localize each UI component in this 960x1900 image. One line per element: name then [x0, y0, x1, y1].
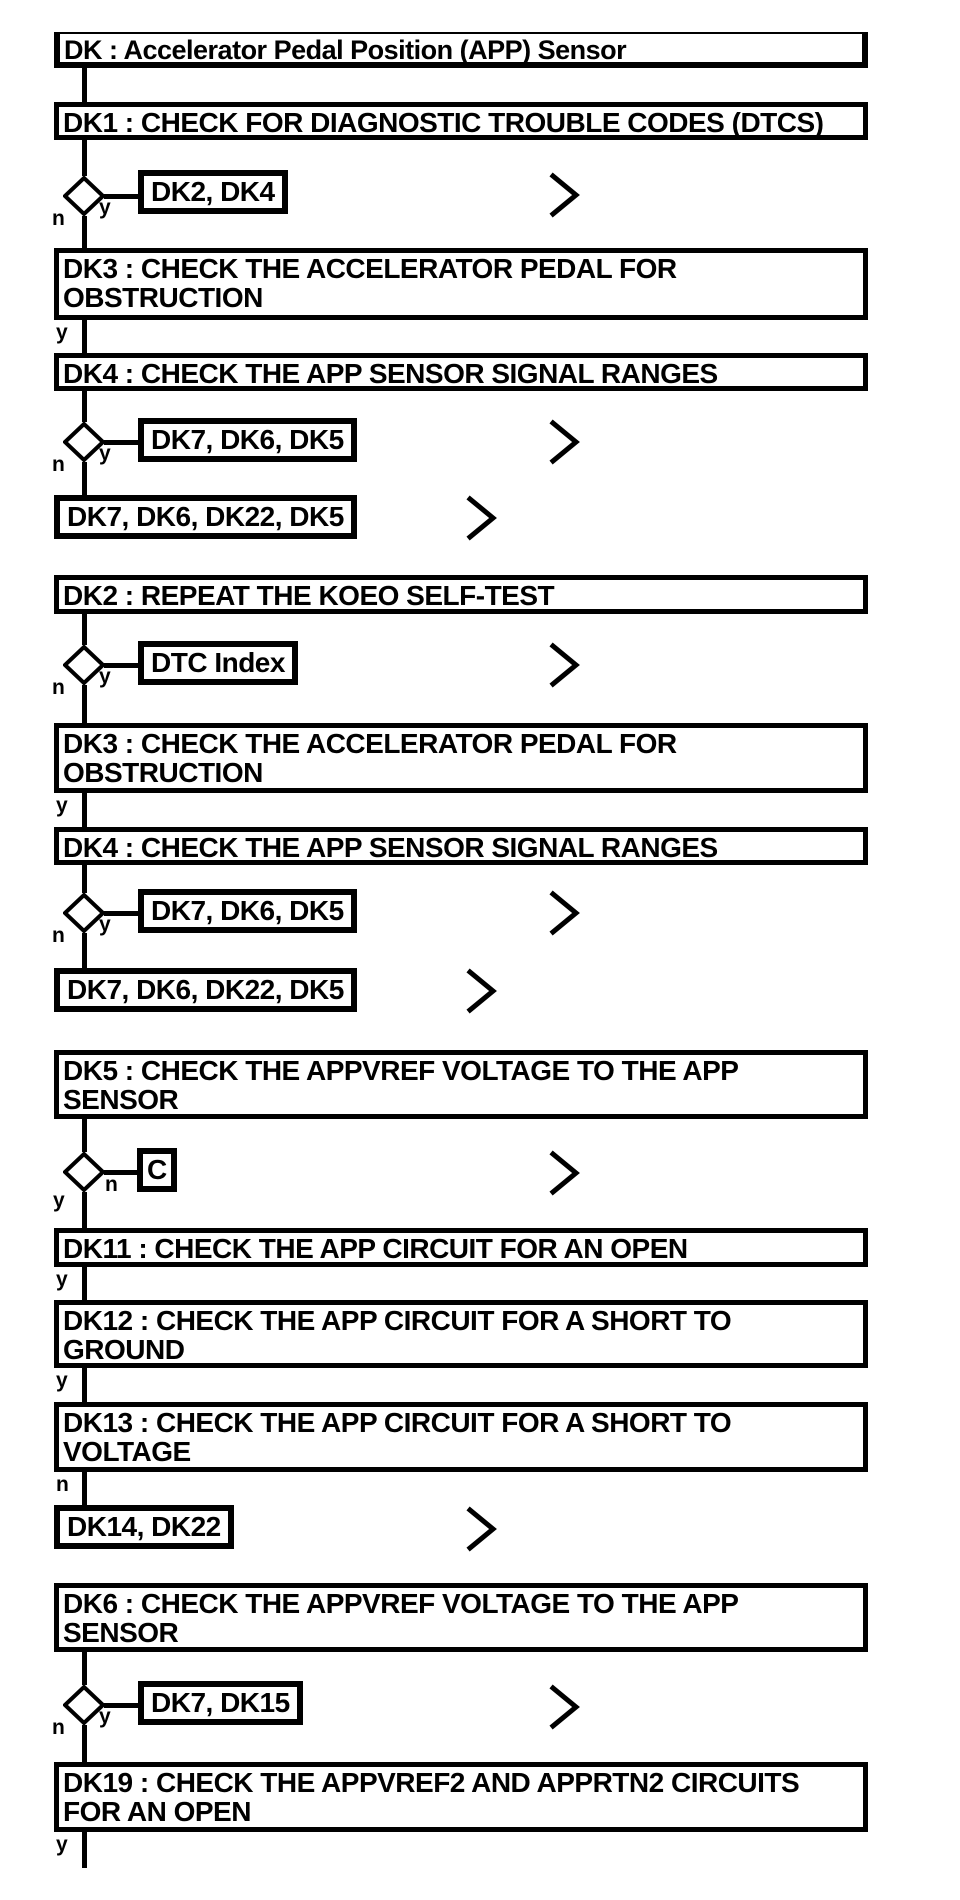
connector-line [82, 1119, 87, 1152]
step-box-dk2: DK2 : REPEAT THE KOEO SELF-TEST [54, 575, 868, 614]
label-yes: y [99, 913, 111, 936]
label-no: n [52, 207, 65, 230]
step-box-dk3: DK3 : CHECK THE ACCELERATOR PEDAL FOR OB… [54, 723, 868, 793]
connector-line [82, 933, 87, 968]
label-no: n [105, 1173, 118, 1196]
connector-line [82, 320, 87, 353]
branch-ref-dk7-dk6-dk5: DK7, DK6, DK5 [138, 889, 357, 933]
step-box-dk4: DK4 : CHECK THE APP SENSOR SIGNAL RANGES [54, 353, 868, 391]
decision-diamond [63, 176, 105, 216]
decision-diamond [63, 1152, 105, 1192]
step-box-dk5: DK5 : CHECK THE APPVREF VOLTAGE TO THE A… [54, 1050, 868, 1119]
connector-line [82, 1652, 87, 1685]
connector-line [104, 1703, 138, 1708]
goto-chevron-icon [549, 419, 580, 465]
step-box-dk11: DK11 : CHECK THE APP CIRCUIT FOR AN OPEN [54, 1228, 868, 1267]
connector-line [104, 663, 138, 668]
goto-chevron-icon [549, 642, 580, 688]
branch-ref-dk7-dk6-dk22-dk5: DK7, DK6, DK22, DK5 [54, 495, 357, 539]
connector-line [82, 140, 87, 176]
goto-chevron-icon [466, 1506, 497, 1552]
step-box-dk1: DK1 : CHECK FOR DIAGNOSTIC TROUBLE CODES… [54, 102, 868, 140]
connector-line [82, 1192, 87, 1228]
label-no: n [52, 924, 65, 947]
label-no: n [52, 453, 65, 476]
decision-diamond [63, 893, 105, 933]
goto-chevron-icon [466, 968, 497, 1014]
label-no: n [52, 1716, 65, 1739]
connector-line [104, 194, 138, 199]
label-no: n [52, 676, 65, 699]
connector-line [82, 462, 87, 495]
flowchart-title-box: DK : Accelerator Pedal Position (APP) Se… [54, 32, 868, 68]
connector-line [82, 1472, 87, 1505]
connector-line [82, 391, 87, 422]
step-box-dk4: DK4 : CHECK THE APP SENSOR SIGNAL RANGES [54, 827, 868, 865]
label-yes: y [99, 196, 111, 219]
branch-ref-dk7-dk6-dk5: DK7, DK6, DK5 [138, 418, 357, 462]
connector-line [104, 911, 138, 916]
label-yes: y [56, 1268, 68, 1291]
branch-ref-dk7-dk6-dk22-dk5: DK7, DK6, DK22, DK5 [54, 968, 357, 1012]
goto-chevron-icon [549, 1684, 580, 1730]
connector-line [82, 685, 87, 723]
decision-diamond [63, 422, 105, 462]
connector-line [82, 68, 87, 102]
connector-line [82, 1368, 87, 1402]
goto-chevron-icon [549, 172, 580, 218]
connector-line [82, 793, 87, 827]
label-no: n [56, 1473, 69, 1496]
connector-line [82, 216, 87, 248]
label-yes: y [99, 442, 111, 465]
connector-line [82, 614, 87, 645]
label-yes: y [56, 321, 68, 344]
goto-chevron-icon [549, 1150, 580, 1196]
label-yes: y [99, 665, 111, 688]
branch-ref-c: C [137, 1148, 177, 1192]
branch-ref-dk14-dk22: DK14, DK22 [54, 1505, 234, 1549]
label-yes: y [53, 1189, 65, 1212]
connector-line [104, 1170, 137, 1175]
decision-diamond [63, 645, 105, 685]
label-yes: y [56, 1833, 68, 1856]
connector-line [82, 865, 87, 893]
goto-chevron-icon [549, 890, 580, 936]
step-box-dk12: DK12 : CHECK THE APP CIRCUIT FOR A SHORT… [54, 1300, 868, 1368]
branch-ref-dk2-dk4: DK2, DK4 [138, 170, 288, 214]
decision-diamond [63, 1685, 105, 1725]
branch-ref-dk7-dk15: DK7, DK15 [138, 1681, 303, 1725]
connector-line [82, 1725, 87, 1762]
label-yes: y [99, 1705, 111, 1728]
branch-ref-dtc-index: DTC Index [138, 641, 298, 685]
connector-line [82, 1267, 87, 1300]
step-box-dk19: DK19 : CHECK THE APPVREF2 AND APPRTN2 CI… [54, 1762, 868, 1832]
goto-chevron-icon [466, 495, 497, 541]
connector-line [82, 1832, 87, 1868]
step-box-dk6: DK6 : CHECK THE APPVREF VOLTAGE TO THE A… [54, 1583, 868, 1652]
connector-line [104, 440, 138, 445]
label-yes: y [56, 794, 68, 817]
label-yes: y [56, 1369, 68, 1392]
step-box-dk3: DK3 : CHECK THE ACCELERATOR PEDAL FOR OB… [54, 248, 868, 320]
step-box-dk13: DK13 : CHECK THE APP CIRCUIT FOR A SHORT… [54, 1402, 868, 1472]
